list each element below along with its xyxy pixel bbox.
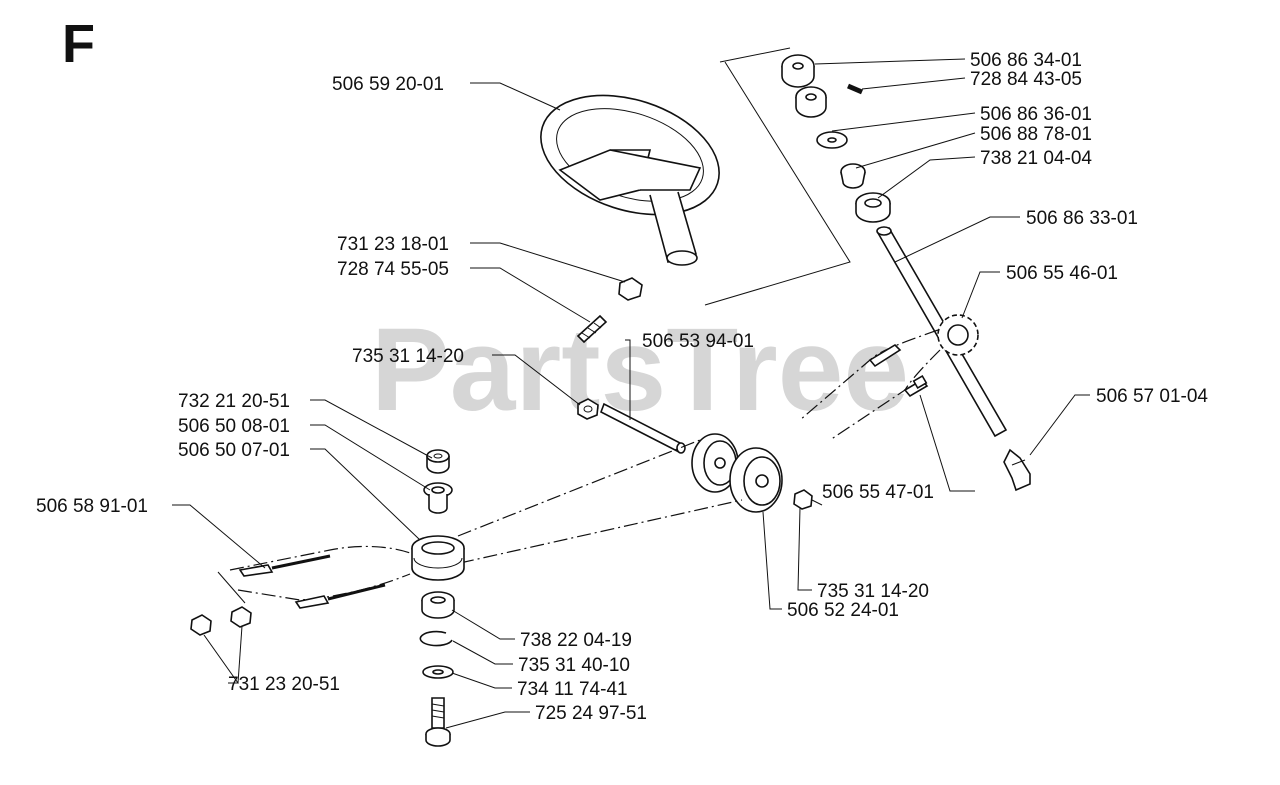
bolt-728-74-55[interactable] — [576, 314, 608, 344]
label-p03: 728 74 55-05 — [337, 259, 449, 280]
label-p01: 506 59 20-01 — [332, 74, 444, 95]
nut-732-21-20[interactable] — [426, 449, 450, 474]
bearing-738-22-04[interactable] — [421, 591, 455, 619]
label-p16: 506 50 07-01 — [178, 440, 290, 461]
nut-735-31-14-upper[interactable] — [577, 398, 599, 420]
collar-506-86-36[interactable] — [795, 86, 827, 118]
label-p14: 732 21 20-51 — [178, 391, 290, 412]
bushing-738-21-04[interactable] — [840, 163, 866, 189]
washer-734-11-74[interactable] — [422, 665, 454, 679]
label-p20: 506 52 24-01 — [787, 600, 899, 621]
watermark: PartsTree — [371, 304, 909, 436]
nut-731-23-18[interactable] — [618, 277, 643, 301]
cable-end-lower[interactable] — [903, 374, 929, 398]
label-p11: 506 53 94-01 — [642, 331, 754, 352]
label-p04: 506 86 34-01 — [970, 50, 1082, 71]
steering-wheel[interactable] — [526, 74, 735, 266]
collar-506-86-34[interactable] — [781, 54, 815, 88]
spacer-506-50-08[interactable] — [423, 482, 453, 514]
pulley-506-52-24[interactable] — [729, 447, 783, 513]
label-p23: 734 11 74-41 — [517, 679, 628, 700]
label-p10: 506 55 46-01 — [1006, 263, 1118, 284]
label-p06: 506 86 36-01 — [980, 104, 1092, 125]
nut-735-31-14-lower[interactable] — [793, 489, 823, 510]
label-p24: 725 24 97-51 — [535, 703, 647, 724]
circlip-735-31-40[interactable] — [419, 630, 453, 647]
screw-728-84-43[interactable] — [847, 83, 863, 95]
label-p15: 506 50 08-01 — [178, 416, 290, 437]
part-labels: 506 59 20-01 731 23 18-01 728 74 55-05 5… — [36, 50, 1208, 724]
pin-506-53-94[interactable] — [600, 402, 686, 454]
pulley-a[interactable] — [691, 433, 739, 493]
pulley-506-50-07[interactable] — [411, 535, 465, 581]
label-p13: 506 57 01-04 — [1096, 386, 1208, 407]
cable-end-upper[interactable] — [868, 343, 902, 368]
washer-506-88-78[interactable] — [816, 131, 848, 149]
label-p21: 738 22 04-19 — [520, 630, 632, 651]
label-p09: 506 86 33-01 — [1026, 208, 1138, 229]
section-letter: F — [62, 14, 95, 74]
label-p17: 506 58 91-01 — [36, 496, 148, 517]
label-p12: 735 31 14-20 — [352, 346, 464, 367]
label-p19: 735 31 14-20 — [817, 581, 929, 602]
bolt-725-24-97[interactable] — [425, 697, 451, 747]
leader-lines — [172, 58, 1090, 729]
label-p07: 506 88 78-01 — [980, 124, 1092, 145]
fitting-506-57-01[interactable] — [1003, 448, 1031, 492]
nuts-731-23-20[interactable] — [190, 606, 252, 636]
label-p25: 731 23 20-51 — [228, 674, 340, 695]
label-p02: 731 23 18-01 — [337, 234, 449, 255]
label-p05: 728 84 43-05 — [970, 69, 1082, 90]
cable-506-58-91[interactable] — [238, 554, 386, 609]
label-p22: 735 31 40-10 — [518, 655, 630, 676]
sprocket-506-55-46[interactable] — [937, 314, 979, 356]
label-p18: 506 55 47-01 — [822, 482, 934, 503]
label-p08: 738 21 04-04 — [980, 148, 1092, 169]
bearing-506-86-33[interactable] — [855, 192, 891, 223]
